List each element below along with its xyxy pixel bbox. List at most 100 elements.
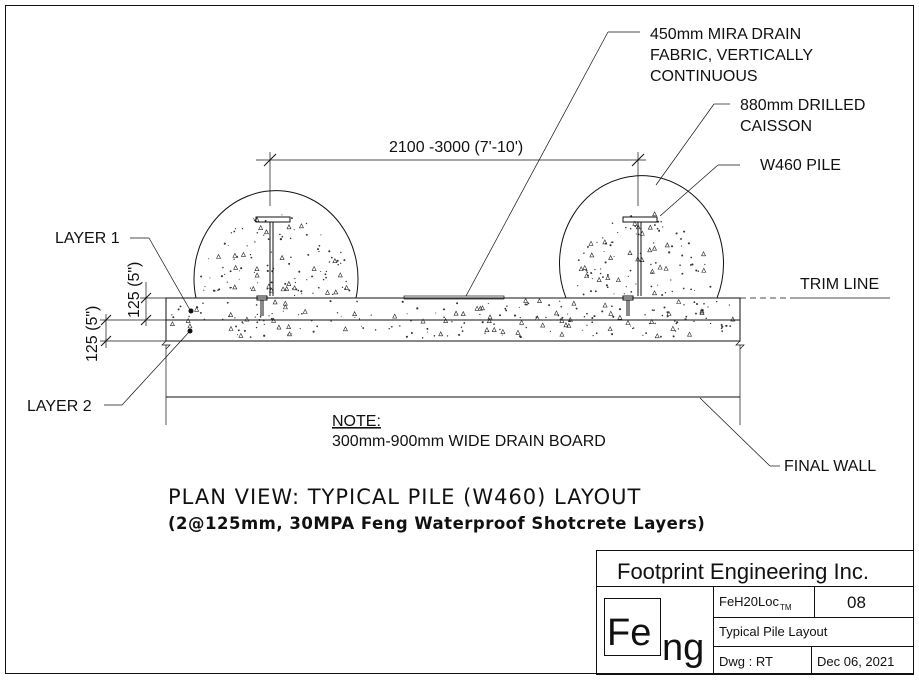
aggregate-mark <box>302 308 308 314</box>
aggregate-dot <box>525 326 528 329</box>
aggregate-dot <box>582 293 585 296</box>
aggregate-dot <box>595 332 598 335</box>
aggregate-dot <box>435 312 437 314</box>
aggregate-dot <box>390 325 393 328</box>
aggregate-dot <box>524 303 527 306</box>
aggregate-dot <box>294 277 296 280</box>
company-name: Footprint Engineering Inc. <box>617 559 869 584</box>
aggregate-dot <box>690 256 693 259</box>
aggregate-dot <box>656 227 659 230</box>
aggregate-dot <box>222 266 224 269</box>
aggregate-dot <box>298 270 301 273</box>
aggregate-dot <box>594 268 596 271</box>
aggregate-dot <box>203 289 205 291</box>
aggregate-mark <box>276 324 282 330</box>
aggregate-mark <box>286 280 292 286</box>
aggregate-mark <box>588 240 594 246</box>
aggregate-mark <box>487 314 493 320</box>
aggregate-mark <box>216 253 222 259</box>
aggregate-dot <box>267 238 270 240</box>
aggregate-dot <box>703 302 705 305</box>
aggregate-mark <box>392 313 398 319</box>
aggregate-dot <box>172 316 175 319</box>
aggregate-dot <box>670 279 672 281</box>
aggregate-dot <box>709 285 712 288</box>
aggregate-dot <box>499 328 501 331</box>
aggregate-dot <box>613 293 615 295</box>
aggregate-mark <box>701 267 707 273</box>
caisson-label-line2: CAISSON <box>740 118 812 135</box>
aggregate-dot <box>318 250 320 253</box>
aggregate-dot <box>690 288 692 291</box>
aggregate-dot <box>294 281 297 284</box>
aggregate-dot <box>279 233 281 236</box>
aggregate-dot <box>179 305 182 308</box>
aggregate-dot <box>312 330 315 333</box>
aggregate-dot <box>236 255 239 258</box>
aggregate-dot <box>344 288 347 290</box>
aggregate-dot <box>583 252 585 255</box>
aggregate-mark <box>352 311 358 317</box>
drawn-by: Dwg : RT <box>719 654 773 669</box>
aggregate-mark <box>460 310 466 316</box>
aggregate-dot <box>235 325 238 328</box>
aggregate-dot <box>242 322 244 324</box>
aggregate-dot <box>247 319 249 321</box>
aggregate-mark <box>271 317 277 323</box>
aggregate-dot <box>720 327 723 330</box>
aggregate-dot <box>305 222 308 225</box>
aggregate-dot <box>240 267 243 270</box>
aggregate-mark <box>536 298 542 303</box>
aggregate-mark <box>666 310 672 316</box>
aggregate-dot <box>264 219 267 222</box>
aggregate-dot <box>340 315 342 317</box>
aggregate-mark <box>578 266 584 272</box>
aggregate-dot <box>263 323 265 326</box>
aggregate-mark <box>272 299 278 305</box>
aggregate-dot <box>337 264 339 266</box>
aggregate-dot <box>696 303 698 305</box>
aggregate-dot <box>650 285 653 288</box>
aggregate-dot <box>685 315 688 318</box>
aggregate-dot <box>705 317 707 320</box>
aggregate-dot <box>603 250 605 253</box>
aggregate-dot <box>642 334 644 336</box>
aggregate-mark <box>589 252 595 258</box>
aggregate-mark <box>333 289 339 295</box>
pile-spacing-dimension <box>256 152 646 206</box>
aggregate-dot <box>679 264 681 266</box>
aggregate-dot <box>442 308 446 311</box>
aggregate-dot <box>259 315 262 318</box>
aggregate-dot <box>281 214 283 216</box>
aggregate-dot <box>241 321 244 323</box>
aggregate-dot <box>456 302 459 305</box>
aggregate-dot <box>484 332 486 334</box>
aggregate-dot <box>625 286 627 288</box>
aggregate-mark <box>194 306 200 312</box>
aggregate-dot <box>370 314 372 316</box>
aggregate-dot <box>635 283 637 285</box>
aggregate-dot <box>405 335 408 338</box>
aggregate-dot <box>611 333 614 336</box>
aggregate-dot <box>224 273 226 276</box>
aggregate-mark <box>647 224 653 230</box>
aggregate-dot <box>291 287 294 289</box>
aggregate-mark <box>279 254 285 260</box>
aggregate-dot <box>345 280 347 283</box>
aggregate-dot <box>253 271 255 273</box>
aggregate-dot <box>527 302 530 305</box>
trim-line-label: TRIM LINE <box>800 276 879 293</box>
aggregate-dot <box>461 330 464 332</box>
aggregate-dot <box>410 332 413 334</box>
caisson-leader <box>655 103 715 186</box>
aggregate-mark <box>647 247 653 253</box>
aggregate-dot <box>728 304 731 306</box>
aggregate-dot <box>249 254 252 256</box>
aggregate-dot <box>460 326 463 328</box>
aggregate-dot <box>605 284 608 287</box>
aggregate-dot <box>577 285 579 287</box>
aggregate-dot <box>586 324 588 326</box>
aggregate-dot <box>627 275 629 277</box>
aggregate-dot <box>594 290 597 293</box>
